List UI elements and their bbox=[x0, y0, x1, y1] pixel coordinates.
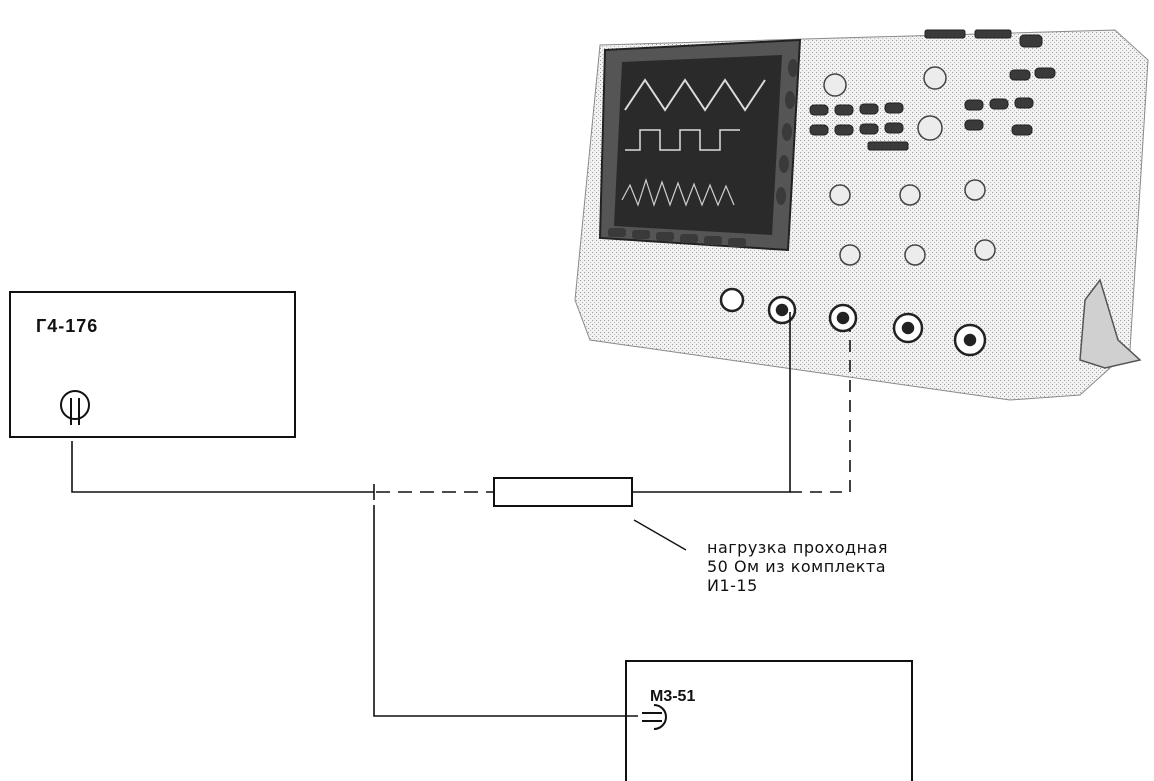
power-meter-box bbox=[625, 660, 913, 781]
cable-tee-to-meter bbox=[373, 505, 638, 717]
cable-generator-to-tee bbox=[71, 441, 374, 493]
rf-output-connector-icon bbox=[60, 390, 90, 425]
oscilloscope-stand bbox=[1079, 278, 1142, 369]
side-menu-buttons bbox=[776, 59, 798, 205]
power-meter-label: М3-51 bbox=[650, 688, 696, 705]
softkey-row bbox=[608, 228, 746, 247]
rf-input-connector-icon bbox=[642, 704, 667, 730]
bnc-input-connectors bbox=[719, 287, 987, 357]
oscilloscope bbox=[574, 29, 1149, 401]
control-knobs bbox=[823, 66, 996, 266]
load-note-line-1: нагрузка проходная bbox=[707, 538, 888, 557]
load-leader-line bbox=[633, 519, 687, 551]
generator-label: Г4-176 bbox=[36, 316, 99, 336]
control-panel-buttons bbox=[809, 29, 1056, 151]
generator-box bbox=[9, 291, 296, 438]
feed-through-load bbox=[493, 477, 633, 507]
cable-dashed-to-scope bbox=[790, 330, 851, 493]
load-note-line-3: И1-15 bbox=[707, 576, 758, 595]
load-note-line-2: 50 Ом из комплекта bbox=[707, 557, 887, 576]
load-note: нагрузка проходная 50 Ом из комплекта И1… bbox=[707, 538, 888, 595]
oscilloscope-screen bbox=[598, 38, 802, 252]
